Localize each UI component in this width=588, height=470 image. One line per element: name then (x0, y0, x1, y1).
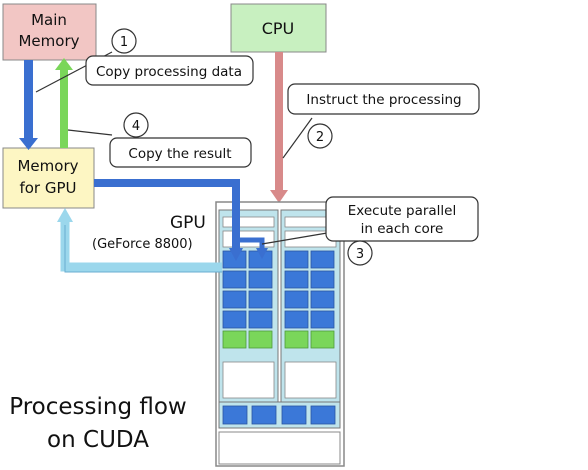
gpu-memory-label-line2: for GPU (19, 179, 76, 197)
core (284, 270, 309, 289)
step-4-label: Copy the result (128, 146, 231, 162)
cpu-label: CPU (262, 19, 295, 38)
core (222, 270, 247, 289)
core (284, 310, 309, 329)
main-memory-label-line1: Main (31, 11, 67, 29)
gpu-title: GPU (170, 213, 206, 233)
step-4-number: 4 (132, 119, 140, 134)
step-1-number: 1 (120, 35, 128, 50)
core (310, 270, 335, 289)
main-memory-label-line2: Memory (18, 32, 79, 50)
data-in-arrow (94, 179, 268, 261)
data-out-arrow (57, 208, 222, 273)
core (248, 290, 273, 309)
gpu-memory-label-line1: Memory (17, 157, 78, 175)
step-2-label: Instruct the processing (306, 92, 461, 108)
core-green (248, 330, 273, 349)
core (222, 310, 247, 329)
core (284, 250, 309, 269)
core (310, 310, 335, 329)
step-2-number: 2 (316, 130, 324, 145)
instruct-arrow (270, 52, 288, 203)
core (222, 290, 247, 309)
core-green (222, 330, 247, 349)
gpu-memory-box: Memory for GPU (2, 147, 95, 209)
step-1-callout: Copy processing data 1 (35, 28, 254, 93)
core (248, 310, 273, 329)
step-3-callout: Execute parallel in each core 3 (261, 196, 479, 266)
step-3-label-line1: Execute parallel (348, 203, 457, 219)
core-green (284, 330, 309, 349)
core-grid (222, 250, 335, 349)
gpu-block (215, 201, 345, 467)
step-4-callout: Copy the result 4 (67, 112, 252, 168)
caption-line1: Processing flow (9, 394, 187, 420)
core (310, 250, 335, 269)
core (310, 290, 335, 309)
step-2-callout: Instruct the processing 2 (282, 83, 480, 159)
step-3-label-line2: in each core (361, 221, 444, 237)
memory-transfer-arrows (19, 58, 73, 150)
core (248, 270, 273, 289)
caption-line2: on CUDA (47, 427, 149, 453)
core-green (310, 330, 335, 349)
gpu-model: (GeForce 8800) (92, 237, 193, 252)
cpu-box: CPU (230, 3, 327, 53)
step-1-label: Copy processing data (96, 64, 242, 80)
main-memory-box: Main Memory (2, 3, 97, 61)
step-3-number: 3 (356, 247, 364, 262)
core (284, 290, 309, 309)
